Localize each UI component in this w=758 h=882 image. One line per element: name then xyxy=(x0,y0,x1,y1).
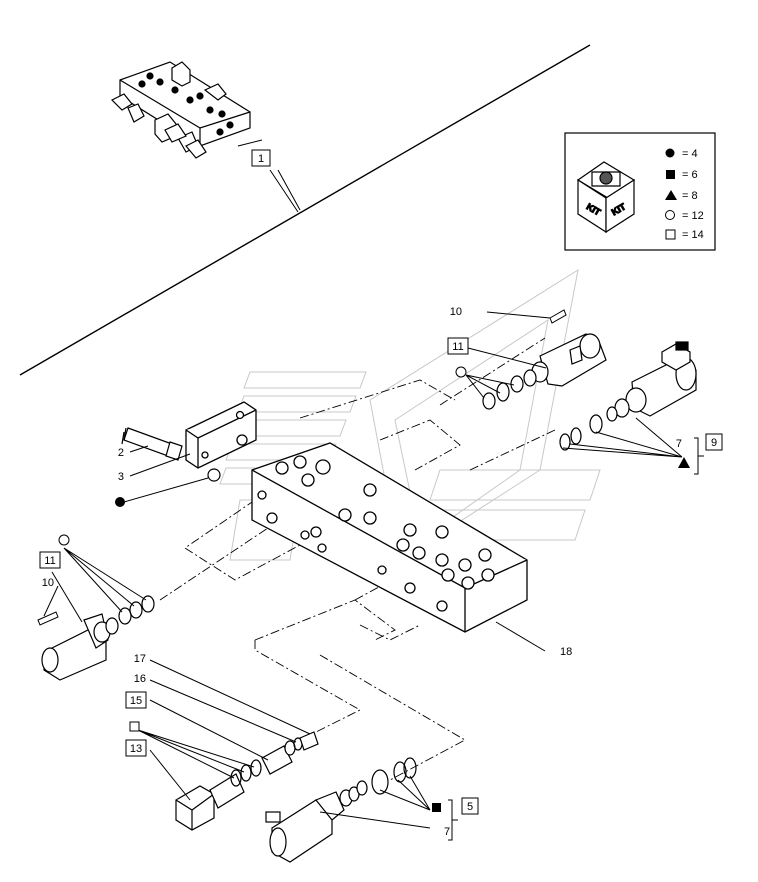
callout-7-lower: 7 xyxy=(444,826,450,838)
cover-plate xyxy=(185,401,257,469)
callout-10-left: 10 xyxy=(42,577,54,589)
legend-text-filled-square: = 6 xyxy=(682,169,698,181)
o-ring-item-3 xyxy=(207,468,221,482)
filled-triangle-icon xyxy=(665,190,677,200)
open-square-icon xyxy=(665,229,676,240)
callout-7-right: 7 xyxy=(676,438,682,450)
callout-2: 2 xyxy=(118,447,124,459)
filled-circle-symbol xyxy=(115,497,125,507)
callout-16: 16 xyxy=(134,673,146,685)
separator-line xyxy=(19,44,591,376)
solenoid-valve-lower xyxy=(265,780,368,863)
legend-text-open-square: = 14 xyxy=(682,229,704,241)
o-rings-right xyxy=(559,414,603,451)
boxed-callout-5: 5 xyxy=(448,797,479,841)
plug-item-13 xyxy=(175,773,245,831)
legend-text-filled-triangle: = 8 xyxy=(682,190,698,202)
callout-5-label: 5 xyxy=(467,801,473,813)
pin-item-10-left xyxy=(37,611,59,626)
boxed-callout-15: 15 xyxy=(125,691,147,709)
open-square-symbol xyxy=(129,721,140,732)
callout-17: 17 xyxy=(134,653,146,665)
pin-item-10-upper xyxy=(549,309,567,324)
screw-item-2 xyxy=(121,427,183,461)
leader-lines xyxy=(43,311,683,829)
solenoid-valve-upper xyxy=(523,333,607,387)
solenoid-valve-right xyxy=(606,341,697,422)
callout-1: 1 xyxy=(237,139,301,213)
boxed-callout-9: 9 xyxy=(694,433,723,475)
open-circle-symbol-upper xyxy=(455,366,467,378)
legend-text-filled-circle: = 4 xyxy=(682,148,698,160)
boxed-callout-11-upper: 11 xyxy=(447,337,469,355)
callout-9-label: 9 xyxy=(711,437,717,449)
callout-15-label: 15 xyxy=(130,695,142,707)
sleeve-item-17 xyxy=(299,731,319,751)
o-rings-lower xyxy=(371,757,417,795)
assembly-center-lines xyxy=(159,337,556,781)
legend-text-open-circle: = 12 xyxy=(682,210,704,222)
solenoid-valve-left xyxy=(41,613,119,681)
filled-square-icon xyxy=(666,170,675,179)
manifold-block xyxy=(251,442,528,633)
o-rings-left xyxy=(118,595,155,625)
callout-11-left-label: 11 xyxy=(44,555,55,567)
boxed-callout-13: 13 xyxy=(125,739,147,757)
callout-18: 18 xyxy=(560,646,572,658)
filled-circle-icon xyxy=(665,148,675,158)
kit-legend: KIT KIT = 4 = 6 = 8 = 12 = 14 xyxy=(564,132,716,251)
callout-11-upper-label: 11 xyxy=(452,341,463,353)
open-circle-icon xyxy=(665,210,675,220)
kit-box-icon: KIT KIT xyxy=(576,161,636,234)
callout-3: 3 xyxy=(118,471,124,483)
callout-13-label: 13 xyxy=(130,743,142,755)
filled-triangle-symbol xyxy=(678,457,690,468)
complete-valve-assembly-thumbnail xyxy=(110,61,251,159)
callout-1-label: 1 xyxy=(258,153,264,165)
o-rings-item-13 xyxy=(230,759,262,787)
callout-10-upper: 10 xyxy=(450,306,462,318)
open-circle-symbol-left xyxy=(58,534,70,546)
spool-item-15 xyxy=(261,740,296,775)
boxed-callout-11-left: 11 xyxy=(39,551,61,569)
filled-square-symbol xyxy=(432,803,441,812)
o-rings-upper xyxy=(482,375,524,410)
